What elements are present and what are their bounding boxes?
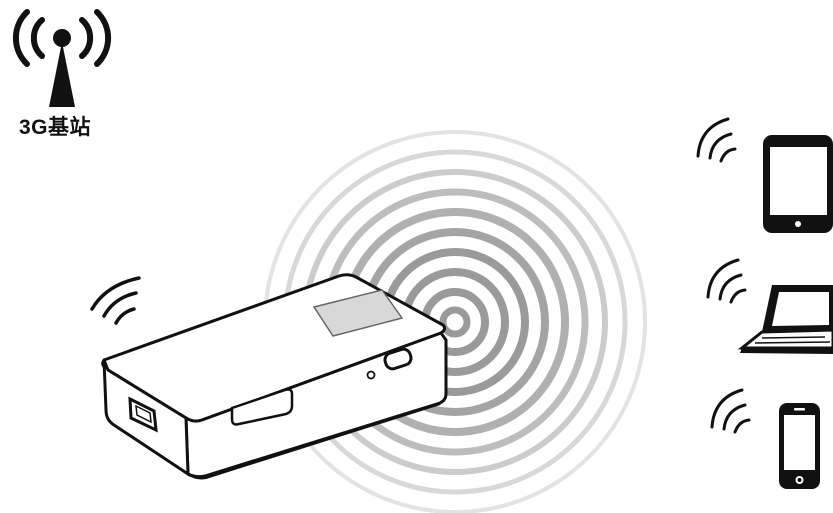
smartphone-icon <box>779 403 820 489</box>
portable-3g-wifi-router <box>101 273 448 480</box>
cell-tower-icon <box>12 9 112 107</box>
base-station-label: 3G基站 <box>19 116 92 139</box>
phone-wifi-waves-icon <box>710 388 751 434</box>
router-wifi-waves-icon <box>90 276 141 325</box>
tablet-icon <box>763 135 833 233</box>
tablet-wifi-waves-icon <box>696 117 737 163</box>
laptop-wifi-waves-icon <box>706 258 747 304</box>
laptop-icon <box>737 285 833 354</box>
